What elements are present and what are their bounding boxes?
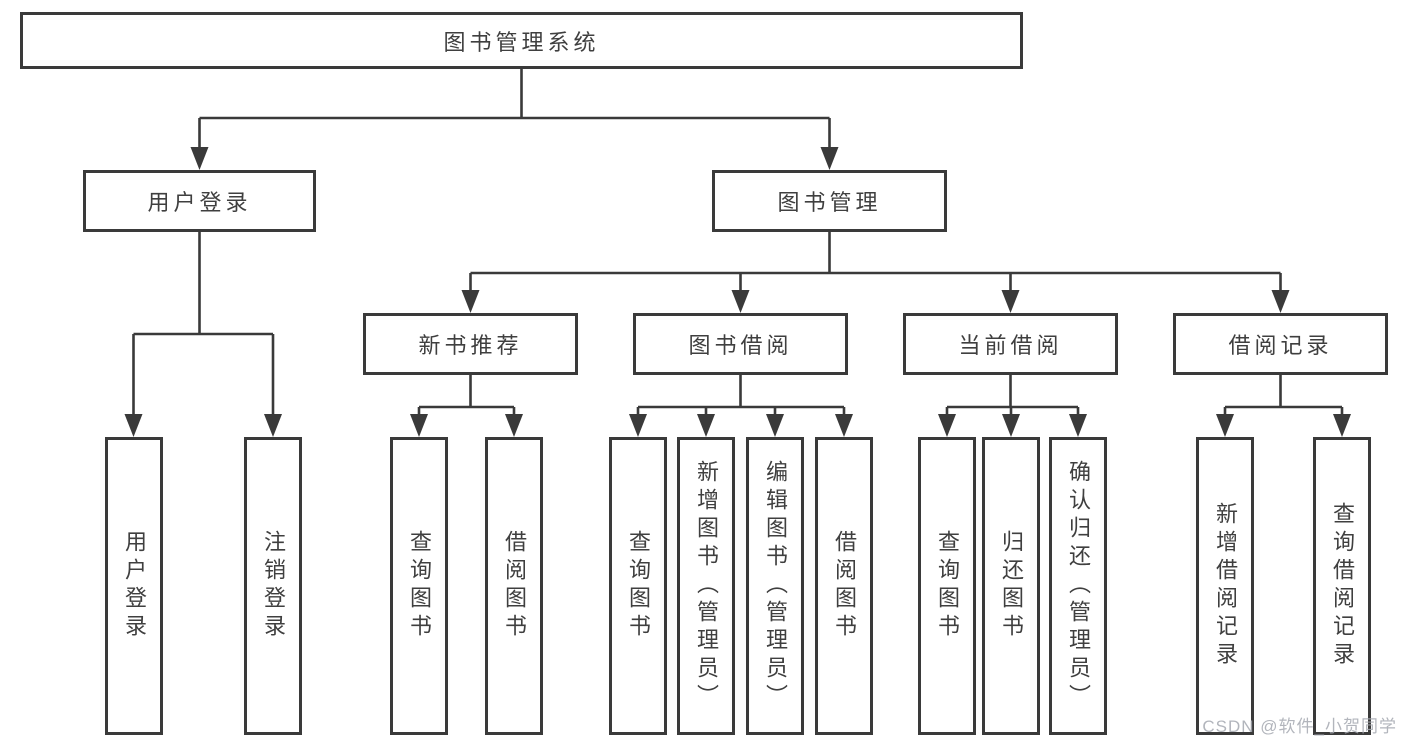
arrowhead xyxy=(629,414,647,437)
leaf-label: 用户登录 xyxy=(122,530,147,642)
connector-borrow-records-to-leaves xyxy=(1223,375,1344,416)
leaf-label: 注销登录 xyxy=(261,530,286,642)
leaf-logout: 注销登录 xyxy=(244,437,302,735)
node-borrow-records: 借阅记录 xyxy=(1173,313,1388,375)
arrowhead xyxy=(1069,414,1087,437)
leaf-label: 新增借阅记录 xyxy=(1213,502,1238,670)
leaf-borrow-add-books-admin: 新增图书（管理员） xyxy=(677,437,735,735)
connector-new-book-recommend-to-leaves xyxy=(417,375,516,416)
arrowhead xyxy=(938,414,956,437)
arrowhead xyxy=(190,147,209,170)
connector-root-to-level2 xyxy=(198,69,831,150)
leaf-label: 借阅图书 xyxy=(832,530,857,642)
arrowhead xyxy=(835,414,853,437)
leaf-current-return-books: 归还图书 xyxy=(982,437,1040,735)
leaf-label: 查询图书 xyxy=(407,530,432,642)
node-user-login: 用户登录 xyxy=(83,170,316,232)
arrowhead xyxy=(124,414,143,437)
leaf-label: 借阅图书 xyxy=(502,530,527,642)
arrowhead xyxy=(1002,414,1020,437)
csdn-watermark: CSDN @软件_小贺同学 xyxy=(1202,717,1397,736)
node-library-management-system: 图书管理系统 xyxy=(20,12,1023,69)
arrowhead xyxy=(731,290,750,313)
connector-book-management-to-level3 xyxy=(469,232,1282,292)
arrowhead xyxy=(1333,414,1351,437)
arrowhead xyxy=(505,414,523,437)
leaf-label: 新增图书（管理员） xyxy=(694,460,719,712)
leaf-current-query-books: 查询图书 xyxy=(918,437,976,735)
node-label: 图书管理系统 xyxy=(443,29,600,55)
arrowhead xyxy=(1216,414,1234,437)
node-label: 图书管理 xyxy=(777,190,882,215)
arrowhead xyxy=(461,290,480,313)
connector-book-borrow-to-leaves xyxy=(636,375,846,416)
leaf-borrow-query-books: 查询图书 xyxy=(609,437,667,735)
leaf-recommend-borrow-books: 借阅图书 xyxy=(485,437,543,735)
leaf-label: 查询图书 xyxy=(935,530,960,642)
leaf-label: 查询图书 xyxy=(626,530,651,642)
leaf-label: 查询借阅记录 xyxy=(1330,502,1355,670)
node-label: 用户登录 xyxy=(147,190,252,215)
node-label: 新书推荐 xyxy=(418,333,523,358)
leaf-borrow-edit-books-admin: 编辑图书（管理员） xyxy=(746,437,804,735)
arrowhead xyxy=(1271,290,1290,313)
leaf-recommend-query-books: 查询图书 xyxy=(390,437,448,735)
arrowhead xyxy=(264,414,282,437)
leaf-label: 归还图书 xyxy=(999,530,1024,642)
arrowhead xyxy=(820,147,839,170)
leaf-user-login: 用户登录 xyxy=(105,437,163,735)
leaf-records-add-record: 新增借阅记录 xyxy=(1196,437,1254,735)
leaf-records-query-record: 查询借阅记录 xyxy=(1313,437,1371,735)
arrowhead xyxy=(697,414,715,437)
leaf-borrow-borrow-books: 借阅图书 xyxy=(815,437,873,735)
node-book-management: 图书管理 xyxy=(712,170,947,232)
arrowhead xyxy=(410,414,428,437)
leaf-label: 确认归还（管理员） xyxy=(1066,460,1091,712)
arrowheads xyxy=(124,147,1351,437)
node-new-book-recommend: 新书推荐 xyxy=(363,313,578,375)
node-label: 当前借阅 xyxy=(958,333,1063,358)
node-book-borrow: 图书借阅 xyxy=(633,313,848,375)
leaf-current-confirm-return-admin: 确认归还（管理员） xyxy=(1049,437,1107,735)
arrowhead xyxy=(766,414,784,437)
arrowhead xyxy=(1001,290,1020,313)
node-label: 图书借阅 xyxy=(688,333,793,358)
connector-current-borrow-to-leaves xyxy=(945,375,1080,416)
node-label: 借阅记录 xyxy=(1228,333,1333,358)
leaf-label: 编辑图书（管理员） xyxy=(763,460,788,712)
node-current-borrow: 当前借阅 xyxy=(903,313,1118,375)
connector-user-login-to-leaves xyxy=(132,232,275,416)
